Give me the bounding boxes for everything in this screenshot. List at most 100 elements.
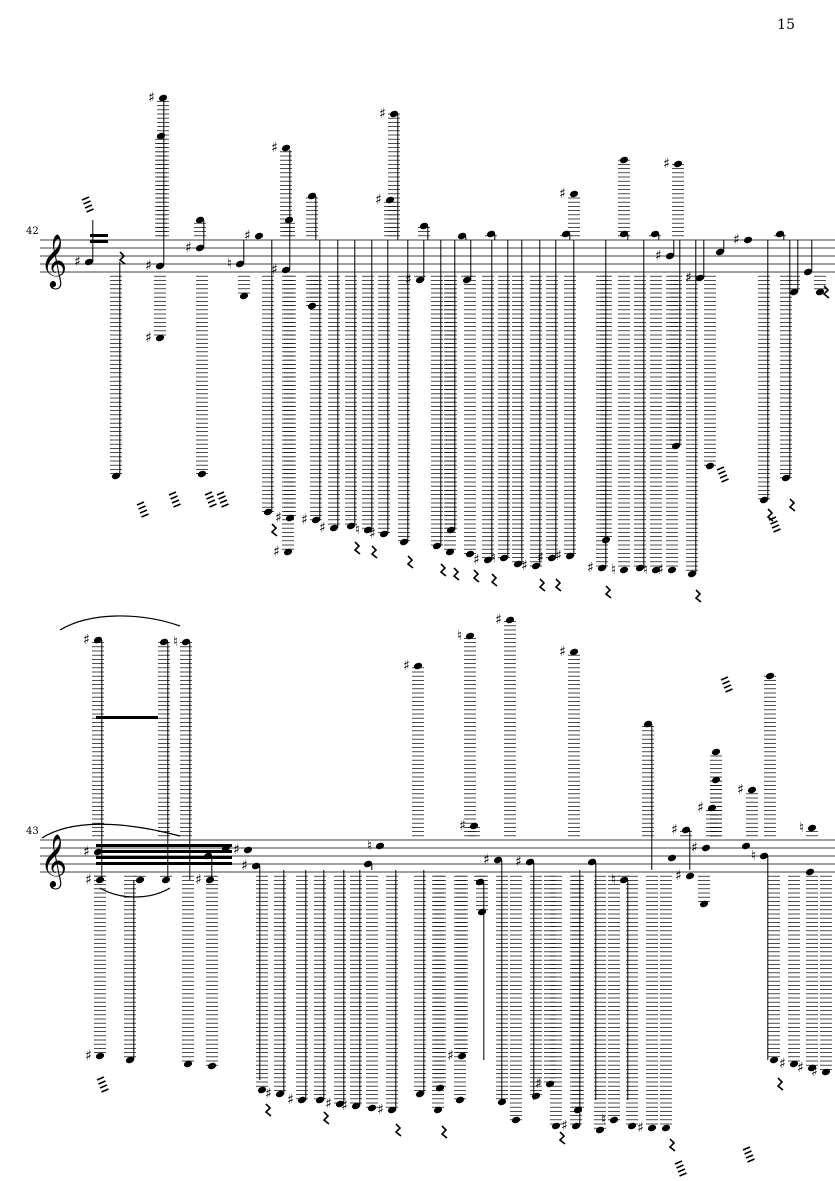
sharp-accidental: ♯ [537,550,544,566]
notehead [387,1106,397,1114]
notehead [711,748,721,756]
tremolo-slash [770,520,778,525]
sharp-accidental: ♯ [244,228,251,244]
tremolo-slash [204,491,213,496]
notehead [505,616,515,624]
notehead [363,860,373,868]
notehead [84,258,94,266]
notehead [283,548,293,556]
notehead [587,858,597,866]
notehead [493,856,503,864]
quarter-rest [822,285,830,299]
sharp-accidental: ♯ [85,1048,92,1064]
tremolo-slash [141,513,149,518]
measure-number-43: 43 [26,826,39,837]
notehead [545,1080,555,1088]
notehead [111,472,121,480]
notehead [569,648,579,656]
notehead [315,1096,325,1104]
sharp-accidental: ♯ [675,868,682,884]
tremolo-slash [168,491,177,496]
notehead [346,522,356,530]
notehead [741,842,751,850]
notehead [701,844,711,852]
notehead [573,1106,583,1114]
notehead [747,786,757,794]
sharp-accidental: ♯ [195,872,202,888]
tremolo-slash [83,200,91,205]
sharp-accidental: ♯ [459,818,466,834]
sharp-accidental: ♯ [74,254,81,270]
notehead [667,566,677,574]
tremolo-slash [101,1088,109,1093]
sharp-accidental: ♯ [733,232,740,248]
notehead [207,1062,217,1070]
notehead [307,302,317,310]
notehead [462,276,472,284]
tremolo-slash [218,495,226,500]
tremolo-slash [722,680,730,685]
sharp-accidental: ♯ [559,644,566,660]
sharp-accidental: ♯ [655,248,662,264]
notehead [643,720,653,728]
note-beam [96,850,232,853]
notehead [499,554,509,562]
sharp-accidental: ♯ [145,330,152,346]
quarter-rest [118,251,126,265]
notehead [155,334,165,342]
sharp-accidental: ♯ [671,822,678,838]
notehead [821,1068,831,1076]
note-beam [96,862,232,865]
notehead [195,244,205,252]
sharp-accidental: ♯ [325,1096,332,1112]
note-beam [96,844,232,847]
tremolo-slash [221,503,229,508]
quarter-rest [370,545,378,559]
page-number: 15 [777,17,795,33]
sharp-accidental: ♯ [271,140,278,156]
notehead [457,232,467,240]
quarter-rest [472,569,480,583]
notehead [759,496,769,504]
note-beam [96,856,232,859]
sharp-accidental: ♯ [301,512,308,528]
notehead [284,216,294,224]
notehead [251,862,261,870]
tremolo-slash [98,1080,106,1085]
tremolo-slash [768,516,777,521]
notehead [569,190,579,198]
notehead [699,900,709,908]
notehead [307,192,317,200]
natural-accidental: ♮ [227,256,232,272]
sharp-accidental: ♯ [521,558,528,574]
notehead [513,560,523,568]
quarter-rest [668,1138,676,1152]
tremolo-slash [723,684,732,689]
tremolo-slash [720,676,729,681]
sharp-accidental: ♯ [691,840,698,856]
notehead [335,1100,345,1108]
notehead [619,566,629,574]
quarter-rest [788,498,796,512]
notehead [285,514,295,522]
notehead [95,876,105,884]
sharp-accidental: ♯ [83,844,90,860]
notehead [435,1084,445,1092]
tremolo-slash [206,495,214,500]
note-beam [90,240,108,243]
notehead [565,552,575,560]
notehead [135,876,145,884]
tremolo-slash [677,1168,686,1173]
notehead [351,1102,361,1110]
notehead [465,632,475,640]
notehead [759,852,769,860]
tremolo-slash [745,1154,754,1159]
quarter-rest [439,563,447,577]
natural-accidental: ♮ [611,872,616,888]
notehead [275,1090,285,1098]
sharp-accidental: ♯ [495,612,502,628]
quarter-rest [353,541,361,555]
quarter-rest [554,578,562,592]
